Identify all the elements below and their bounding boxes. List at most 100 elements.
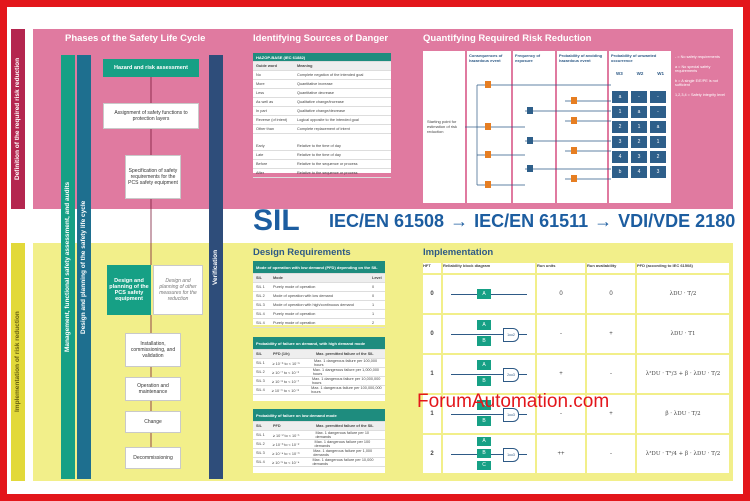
design-table-cell: Max. 1 dangerous failure per 100,000,000…	[311, 386, 382, 394]
design-table-cell: Mode of operation with high/continuous d…	[273, 303, 354, 307]
hazop-meaning: Qualitative change/increase	[297, 100, 344, 104]
risk-start-panel: Starting point for estimation of risk re…	[423, 51, 465, 203]
hazop-row: Early Relative to the time of day	[253, 142, 391, 151]
design-table-2-caption: Probability of failure on demand, with h…	[253, 337, 385, 350]
hazop-guide-word: As well as	[256, 100, 274, 104]
hft-value: 0	[423, 275, 441, 313]
risk-matrix-cell: a	[612, 91, 628, 103]
hazop-guide-word: More	[256, 82, 265, 86]
standards-line: IEC/EN 61508 → IEC/EN 61511 → VDI/VDE 21…	[329, 211, 735, 232]
design-table-cell: Max. 1 dangerous failure per 100 demands	[314, 440, 371, 448]
risk-legend-item: - = No safety requirements	[675, 55, 720, 59]
phase-hazard-risk: Hazard and risk assessment	[103, 59, 199, 77]
hazop-meaning: Quantitative increase	[297, 82, 333, 86]
phase-design-planning: Design and planning of the PCS safety eq…	[107, 265, 151, 315]
hazop-guide-word: After	[256, 171, 265, 175]
design-table-cell: Max. 1 dangerous failure per 10,000 dema…	[312, 458, 374, 466]
run-availability-value: -	[587, 355, 635, 393]
design-table-cell: ≥ 10⁻² to < 10⁻¹	[272, 433, 300, 438]
design-table-row: SIL 4 ≥ 10⁻⁹ to < 10⁻⁸ Max. 1 dangerous fa…	[253, 386, 385, 395]
hazop-meaning: Qualitative change/decrease	[297, 109, 346, 113]
pfd-formula: β · λDU · T/2	[637, 395, 729, 433]
design-table-cell: SIL 2	[256, 370, 265, 374]
vote-gate: 2oo3	[503, 368, 519, 382]
signal-line	[451, 374, 527, 375]
design-table-cell: SIL 2	[256, 442, 265, 446]
design-table-2: Probability of failure on demand, with h…	[253, 337, 385, 401]
arrow-icon: →	[594, 211, 613, 231]
bottom-side-bar: Implementation of risk reduction	[11, 243, 25, 481]
signal-line	[451, 414, 527, 415]
design-table-1-caption: Mode of operation with low demand (PFD) …	[253, 261, 385, 274]
hazop-meaning: Relative to the time of day	[297, 144, 341, 148]
hazop-row: More Quantitative increase	[253, 80, 391, 89]
design-table-1: Mode of operation with low demand (PFD) …	[253, 261, 385, 328]
risk-matrix-cell: 2	[631, 136, 647, 148]
design-table-row: SIL 3 Mode of operation with high/continu…	[253, 301, 385, 310]
risk-col-occurrence: Probability of unwanted occurrence W3 W2…	[609, 51, 671, 203]
block-a: A	[477, 289, 491, 299]
w-labels: W3 W2 W1	[615, 71, 665, 76]
design-table-cell: Purely mode of operation	[273, 312, 316, 316]
block-b: B	[477, 449, 491, 458]
design-table-cell: SIL 3	[256, 303, 265, 307]
risk-matrix-cell: -	[650, 106, 666, 118]
hazop-guide-word: Reverse (of intent)	[256, 118, 288, 122]
risk-col-avoidance: Probability of avoiding hazardous event	[557, 51, 607, 203]
run-availability-value: -	[587, 435, 635, 473]
design-table-cell: ≥ 10⁻⁹ to < 10⁻⁸	[271, 388, 300, 393]
hazop-meaning: Quantitative decrease	[297, 91, 334, 95]
design-table-cell: SIL 4	[256, 388, 265, 392]
design-table-cell: 0	[372, 285, 375, 289]
design-table-cell: ≥ 10⁻⁶ to < 10⁻⁵	[272, 361, 300, 366]
design-table-1-header: SIL Mode Level	[253, 274, 385, 283]
implementation-table: HFT Reliability block diagram Run units …	[423, 263, 729, 477]
standard-61511: IEC/EN 61511	[474, 211, 589, 231]
danger-title: Identifying Sources of Danger	[253, 33, 389, 44]
reliability-block-diagram: A	[443, 275, 535, 313]
hazop-guide-word: No	[256, 73, 261, 77]
run-availability-value: +	[587, 395, 635, 433]
hazop-table-header: Guide word Meaning	[253, 62, 391, 71]
design-label: Design and planning of the safety life c…	[80, 200, 87, 334]
pfd-formula: λ³DU · T³/4 + β · λDU · T/2	[637, 435, 729, 473]
hazop-meaning: Logical opposite to the intended goal	[297, 118, 359, 122]
block-a: A	[477, 320, 491, 330]
phases-title: Phases of the Safety Life Cycle	[65, 33, 206, 44]
design-table-cell: 0	[372, 294, 375, 298]
design-table-3-header: SIL PFD Max. permitted failure of the SI…	[253, 422, 385, 431]
design-table-cell: SIL 1	[256, 361, 265, 365]
hazop-guide-word: Early	[256, 144, 265, 148]
design-table-cell: SIL 1	[256, 433, 265, 437]
block-a: A	[477, 400, 491, 410]
hazop-meaning: Relative to the sequence or process	[297, 162, 358, 166]
risk-legend-item: b = A single E/E/PE is not sufficient	[675, 79, 718, 87]
block-b: B	[477, 376, 491, 386]
design-table-3: Probability of failure on low demand mod…	[253, 409, 385, 473]
risk-matrix-cell: 3	[631, 151, 647, 163]
pfd-formula: λDU · T/2	[637, 275, 729, 313]
risk-matrix-cell: 4	[631, 166, 647, 178]
signal-line	[451, 334, 527, 335]
design-table-cell: ≥ 10⁻⁴ to < 10⁻³	[272, 451, 300, 456]
arrow-icon: →	[450, 211, 469, 231]
hazop-guide-word: Other than	[256, 127, 274, 131]
design-table-3-caption: Probability of failure on low demand mod…	[253, 409, 385, 422]
standard-61508: IEC/EN 61508	[329, 211, 445, 231]
vote-gate: 1oo2	[503, 328, 519, 342]
